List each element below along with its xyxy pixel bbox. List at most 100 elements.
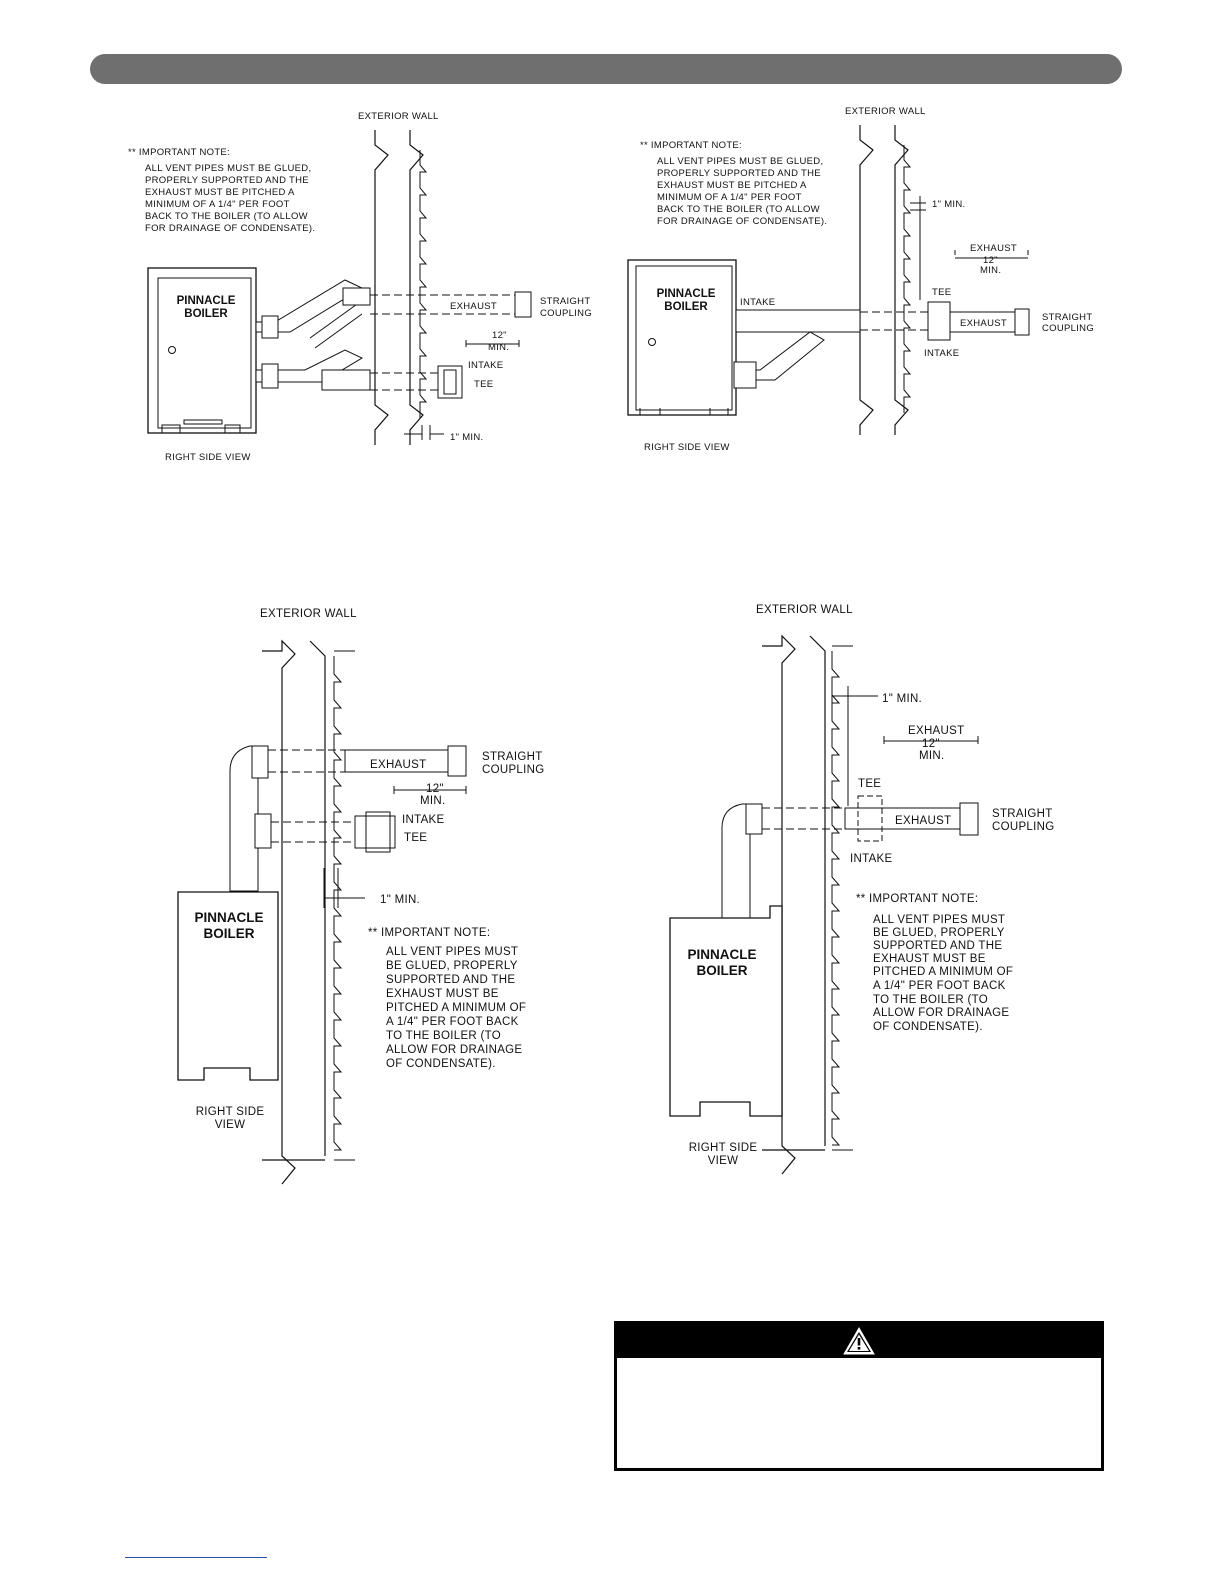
note-line: ALLOW FOR DRAINAGE	[386, 1044, 522, 1056]
straight-coupling-label: STRAIGHT	[482, 751, 543, 763]
note-line: EXHAUST MUST BE PITCHED A	[145, 187, 295, 198]
wall-zigzag	[903, 145, 912, 413]
boiler-label: BOILER	[696, 963, 747, 978]
boiler-label: PINNACLE	[687, 947, 756, 962]
straight-coupling-label: COUPLING	[540, 308, 592, 319]
boiler-label: BOILER	[664, 301, 708, 313]
note-line: BACK TO THE BOILER (TO ALLOW	[145, 211, 308, 222]
wall-zigzag	[419, 150, 428, 418]
vent-diagram-4: EXTERIOR WALL 1" MIN. EXHAUST 12" MIN. T…	[660, 596, 1080, 1196]
note-line: BE GLUED, PROPERLY	[386, 960, 518, 972]
note-line: ALL VENT PIPES MUST BE GLUED,	[145, 163, 311, 174]
tee-label: TEE	[404, 832, 427, 844]
dimension-label: EXHAUST	[908, 725, 964, 737]
note-line: PITCHED A MINIMUM OF	[386, 1002, 526, 1014]
boiler-label: PINNACLE	[177, 295, 236, 307]
exhaust-label: EXHAUST	[895, 815, 951, 827]
dimension-label: 12"	[983, 255, 998, 266]
straight-coupling-label: STRAIGHT	[540, 296, 590, 307]
tee-label: TEE	[932, 287, 951, 298]
straight-coupling-label: STRAIGHT	[992, 808, 1053, 820]
right-side-view-label: VIEW	[215, 1119, 246, 1131]
tee-label: TEE	[858, 778, 881, 790]
note-line: OF CONDENSATE).	[386, 1058, 496, 1070]
note-line: TO THE BOILER (TO	[386, 1030, 501, 1042]
vent-diagram-1: EXTERIOR WALL ** IMPORTANT NOTE: ALL VEN…	[100, 100, 600, 480]
min-1-label: 1" MIN.	[380, 894, 420, 906]
dimension-label: MIN.	[488, 342, 509, 353]
warning-header	[617, 1324, 1101, 1358]
exterior-wall-label: EXTERIOR WALL	[358, 111, 439, 122]
intake-label: INTAKE	[850, 853, 893, 865]
dimension-label: 12"	[922, 738, 940, 750]
important-note-title: ** IMPORTANT NOTE:	[856, 893, 978, 905]
tee-label: TEE	[474, 379, 493, 390]
exterior-wall-label: EXTERIOR WALL	[845, 106, 926, 117]
dimension-label: 12"	[492, 330, 507, 341]
note-line: BACK TO THE BOILER (TO ALLOW	[657, 204, 820, 215]
min-1-label: 1" MIN.	[450, 432, 483, 443]
footer-rule	[125, 1557, 267, 1558]
note-line: SUPPORTED AND THE	[386, 974, 515, 986]
note-line: BE GLUED, PROPERLY	[873, 927, 1005, 939]
note-line: OF CONDENSATE).	[873, 1021, 983, 1033]
exhaust-label: EXHAUST	[960, 318, 1007, 329]
wall-zigzag	[831, 651, 841, 1146]
dimension-label: EXHAUST	[970, 243, 1017, 254]
boiler-label: PINNACLE	[657, 288, 716, 300]
right-side-view-label: VIEW	[708, 1155, 739, 1167]
important-note-title: ** IMPORTANT NOTE:	[640, 140, 742, 151]
note-line: MINIMUM OF A 1/4" PER FOOT	[145, 199, 290, 210]
note-line: FOR DRAINAGE OF CONDENSATE).	[657, 216, 827, 227]
min-1-label: 1" MIN.	[932, 199, 965, 210]
warning-box	[614, 1321, 1104, 1471]
note-line: TO THE BOILER (TO	[873, 994, 988, 1006]
note-line: A 1/4" PER FOOT BACK	[873, 980, 1006, 992]
vent-diagram-1-drawing: EXTERIOR WALL ** IMPORTANT NOTE: ALL VEN…	[128, 111, 592, 463]
note-line: PROPERLY SUPPORTED AND THE	[657, 168, 821, 179]
exhaust-label: EXHAUST	[450, 301, 497, 312]
exterior-wall-label: EXTERIOR WALL	[756, 604, 853, 616]
note-line: ALL VENT PIPES MUST BE GLUED,	[657, 156, 823, 167]
right-side-view-label: RIGHT SIDE VIEW	[644, 442, 730, 453]
vent-diagram-3-drawing: EXTERIOR WALL EXHAUST STRAIGHT COUPLING …	[177, 608, 544, 1185]
note-line: ALL VENT PIPES MUST	[386, 946, 518, 958]
vent-diagram-4-drawing: EXTERIOR WALL 1" MIN. EXHAUST 12" MIN. T…	[669, 604, 1054, 1175]
important-note-title: ** IMPORTANT NOTE:	[368, 927, 490, 939]
dimension-label: MIN.	[420, 795, 445, 807]
note-line: ALL VENT PIPES MUST	[873, 914, 1005, 926]
straight-coupling-label: COUPLING	[482, 764, 544, 776]
boiler-label: BOILER	[203, 926, 254, 941]
intake-label: INTAKE	[924, 348, 959, 359]
dimension-label: 12"	[426, 783, 444, 795]
note-line: ALLOW FOR DRAINAGE	[873, 1007, 1009, 1019]
intake-label: INTAKE	[468, 360, 503, 371]
straight-coupling-label: COUPLING	[992, 821, 1054, 833]
header-bar	[90, 54, 1122, 84]
right-side-view-label: RIGHT SIDE	[196, 1106, 265, 1118]
note-line: MINIMUM OF A 1/4" PER FOOT	[657, 192, 802, 203]
note-line: EXHAUST MUST BE	[386, 988, 499, 1000]
straight-coupling-label: COUPLING	[1042, 323, 1094, 334]
note-line: PROPERLY SUPPORTED AND THE	[145, 175, 309, 186]
boiler-label: BOILER	[184, 308, 228, 320]
intake-label: INTAKE	[740, 297, 775, 308]
note-line: A 1/4" PER FOOT BACK	[386, 1016, 519, 1028]
exhaust-label: EXHAUST	[370, 759, 426, 771]
intake-label: INTAKE	[402, 814, 445, 826]
note-line: PITCHED A MINIMUM OF	[873, 966, 1013, 978]
dimension-label: MIN.	[919, 750, 944, 762]
note-line: EXHAUST MUST BE PITCHED A	[657, 180, 807, 191]
warning-triangle-icon	[843, 1326, 875, 1355]
boiler-label: PINNACLE	[194, 910, 263, 925]
vent-diagram-2-drawing: EXTERIOR WALL ** IMPORTANT NOTE: ALL VEN…	[627, 106, 1094, 453]
right-side-view-label: RIGHT SIDE VIEW	[165, 452, 251, 463]
vent-diagram-2: EXTERIOR WALL ** IMPORTANT NOTE: ALL VEN…	[610, 100, 1110, 460]
vent-diagram-3: EXTERIOR WALL EXHAUST STRAIGHT COUPLING …	[160, 596, 580, 1196]
note-line: FOR DRAINAGE OF CONDENSATE).	[145, 223, 315, 234]
straight-coupling-label: STRAIGHT	[1042, 312, 1092, 323]
wall-zigzag	[333, 656, 343, 1151]
right-side-view-label: RIGHT SIDE	[689, 1142, 758, 1154]
min-1-label: 1" MIN.	[882, 693, 922, 705]
dimension-label: MIN.	[980, 265, 1001, 276]
